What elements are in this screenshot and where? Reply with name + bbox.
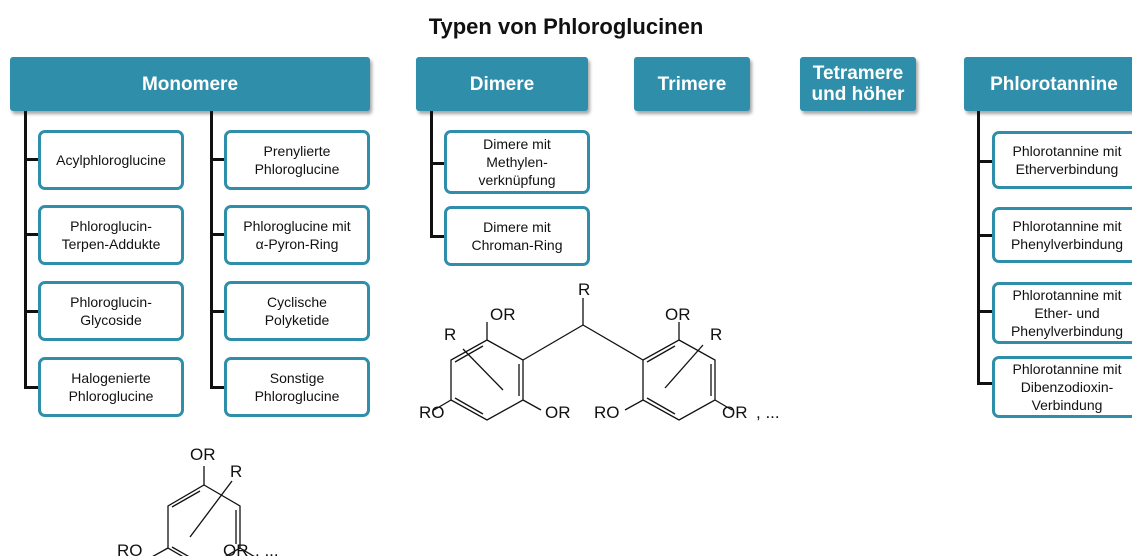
monomer-r: R	[230, 462, 242, 481]
connector-phlorotannine-b1	[977, 160, 993, 163]
box-cyclische-polyketide: Cyclische Polyketide	[224, 281, 370, 341]
monomer-etc: , ...	[255, 541, 279, 556]
header-phlorotannine: Phlorotannine	[964, 57, 1132, 111]
dimer-or-left-top: OR	[490, 305, 516, 324]
connector-monomere-right	[210, 111, 213, 389]
connector-monomere-left	[24, 111, 27, 389]
box-dimere-chroman: Dimere mit Chroman-Ring	[444, 206, 590, 266]
connector-monomere-left-b3	[24, 310, 40, 313]
dimer-or-right-top: OR	[665, 305, 691, 324]
box-phloroglucin-glycoside: Phloroglucin- Glycoside	[38, 281, 184, 341]
connector-dimere-b2	[430, 235, 446, 238]
dimer-ro-right: RO	[594, 403, 620, 422]
box-sonstige-phloroglucine: Sonstige Phloroglucine	[224, 357, 370, 417]
header-dimere: Dimere	[416, 57, 588, 111]
header-tetramere: Tetramere und höher	[800, 57, 916, 111]
monomer-or-top: OR	[190, 445, 216, 464]
box-phlorotannine-ether-phenyl: Phlorotannine mit Ether- und Phenylverbi…	[992, 282, 1132, 344]
connector-dimere-b1	[430, 162, 446, 165]
box-dimere-methylen: Dimere mit Methylen- verknüpfung	[444, 130, 590, 194]
connector-monomere-right-b1	[210, 158, 226, 161]
connector-monomere-right-b4	[210, 386, 226, 389]
dimer-etc: , ...	[756, 403, 780, 422]
dimer-or-left-bottom: OR	[545, 403, 571, 422]
box-phloroglucin-terpen-addukte: Phloroglucin- Terpen-Addukte	[38, 205, 184, 265]
connector-monomere-left-b4	[24, 386, 40, 389]
connector-monomere-right-b3	[210, 310, 226, 313]
dimer-r-right: R	[710, 325, 722, 344]
connector-phlorotannine	[977, 111, 980, 385]
box-halogenierte-phloroglucine: Halogenierte Phloroglucine	[38, 357, 184, 417]
connector-monomere-left-b2	[24, 233, 40, 236]
dimer-or-right-bottom: OR	[722, 403, 748, 422]
box-acylphloroglucine: Acylphloroglucine	[38, 130, 184, 190]
connector-phlorotannine-b4	[977, 382, 993, 385]
connector-phlorotannine-b3	[977, 310, 993, 313]
diagram-title: Typen von Phloroglucinen	[428, 14, 704, 39]
dimer-r-left: R	[444, 325, 456, 344]
dimer-structure	[433, 298, 733, 421]
monomer-structure	[152, 466, 255, 556]
box-prenylierte-phloroglucine: Prenylierte Phloroglucine	[224, 130, 370, 190]
box-phlorotannine-dibenzodioxin: Phlorotannine mit Dibenzodioxin- Verbind…	[992, 356, 1132, 418]
box-phloroglucine-alpha-pyron: Phloroglucine mit α-Pyron-Ring	[224, 205, 370, 265]
connector-monomere-right-b2	[210, 233, 226, 236]
connector-dimere	[430, 111, 433, 238]
monomer-ro: RO	[117, 541, 143, 556]
connector-monomere-left-b1	[24, 158, 40, 161]
box-phlorotannine-ether: Phlorotannine mit Etherverbindung	[992, 131, 1132, 189]
header-trimere: Trimere	[634, 57, 750, 111]
dimer-r-bridge: R	[578, 280, 590, 299]
box-phlorotannine-phenyl: Phlorotannine mit Phenylverbindung	[992, 207, 1132, 263]
connector-phlorotannine-b2	[977, 234, 993, 237]
dimer-ro-left: RO	[419, 403, 445, 422]
header-monomere: Monomere	[10, 57, 370, 111]
monomer-or-right: OR	[223, 541, 249, 556]
